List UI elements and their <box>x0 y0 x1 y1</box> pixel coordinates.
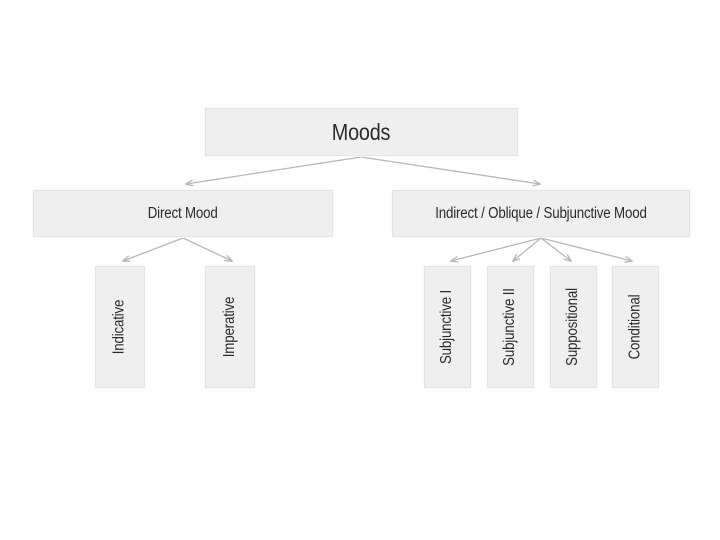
node-indicative[interactable]: Indicative <box>95 266 145 388</box>
arrow-direct-to-indicative <box>123 237 184 261</box>
arrow-moods-to-indirect <box>360 156 540 184</box>
arrow-direct-to-imperative <box>182 237 232 261</box>
node-direct-mood-label: Direct Mood <box>148 204 218 222</box>
node-subjunctive-ii[interactable]: Subjunctive II <box>487 266 534 388</box>
node-subjunctive-ii-label: Subjunctive II <box>501 288 519 366</box>
node-moods[interactable]: Moods <box>205 108 518 156</box>
arrow-moods-to-direct <box>186 156 362 184</box>
node-conditional[interactable]: Conditional <box>612 266 659 388</box>
node-indirect-mood-label: Indirect / Oblique / Subjunctive Mood <box>435 204 647 222</box>
node-indicative-label: Indicative <box>111 299 129 355</box>
node-moods-label: Moods <box>332 118 391 145</box>
node-suppositional[interactable]: Suppositional <box>550 266 597 388</box>
arrow-indirect-to-subjunctive-2 <box>513 237 542 261</box>
node-direct-mood[interactable]: Direct Mood <box>33 190 333 237</box>
node-imperative[interactable]: Imperative <box>205 266 255 388</box>
node-subjunctive-i-label: Subjunctive I <box>438 289 456 365</box>
node-suppositional-label: Suppositional <box>564 288 582 366</box>
arrow-indirect-to-suppositional <box>540 237 571 261</box>
node-indirect-mood[interactable]: Indirect / Oblique / Subjunctive Mood <box>392 190 690 237</box>
node-conditional-label: Conditional <box>626 294 644 360</box>
node-imperative-label: Imperative <box>221 296 238 358</box>
node-subjunctive-i[interactable]: Subjunctive I <box>424 266 471 388</box>
arrow-indirect-to-conditional <box>540 237 632 261</box>
arrow-indirect-to-subjunctive-1 <box>451 237 542 261</box>
